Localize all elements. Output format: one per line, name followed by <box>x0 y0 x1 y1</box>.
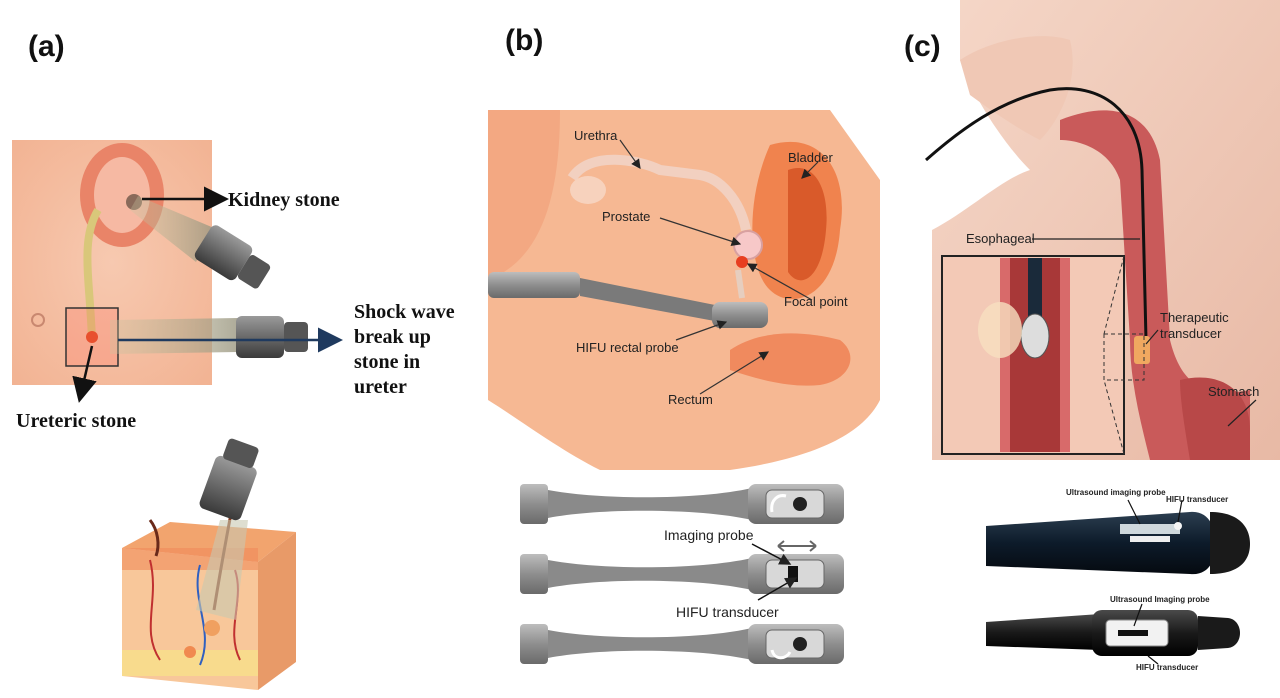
probe-shaft <box>580 278 720 322</box>
endoscope-detail-1 <box>986 511 1250 575</box>
lower-lithotripter-head <box>236 316 308 358</box>
hifu-rectal-probe-label: HIFU rectal probe <box>576 340 679 355</box>
panel-a-label: (a) <box>28 30 65 63</box>
ureteric-stone-box <box>65 307 119 367</box>
panel-b-illustration: Urethra Bladder Prostate Focal point HIF… <box>488 110 880 664</box>
lower-shock-beam <box>110 318 238 354</box>
shock-wave-line-4: ureter <box>354 376 407 398</box>
esophagus-organ <box>1060 110 1250 461</box>
stomach-organ <box>1180 377 1250 460</box>
hifu-transducer-label: HIFU transducer <box>676 604 779 620</box>
panel-b-label: (b) <box>505 24 544 57</box>
ultrasound-imaging-probe-label-1: Ultrasound imaging probe <box>1066 488 1166 497</box>
upper-lithotripter-head <box>194 225 271 289</box>
face-profile <box>960 36 1073 140</box>
ureter-tube <box>83 207 102 341</box>
therapeutic-label-line-2: transducer <box>1160 326 1222 341</box>
navel-icon <box>31 313 45 327</box>
esophageal-label: Esophageal <box>966 231 1035 246</box>
imaging-probe-label: Imaging probe <box>664 527 754 543</box>
probe-detail-1 <box>520 484 844 524</box>
panel-c-illustration: Esophageal Therapeutic transducer Stomac… <box>925 0 1280 672</box>
urethra-label: Urethra <box>574 128 618 143</box>
skin-probe-beam <box>196 520 248 620</box>
hifu-transducer-label-c1: HIFU transducer <box>1166 495 1228 504</box>
inset-endoscope <box>1028 258 1042 322</box>
shock-wave-line-2: break up <box>354 326 431 348</box>
skin-tissue-block <box>122 507 296 690</box>
shock-wave-line-3: stone in <box>354 351 420 373</box>
hifu-transducer-label-c2: HIFU transducer <box>1136 663 1198 672</box>
prostate-organ <box>733 230 763 260</box>
ureteric-stone-arrow <box>72 345 97 403</box>
rectum-organ <box>730 333 851 386</box>
ureteric-stone-marker <box>86 331 98 343</box>
probe-detail-2 <box>520 540 844 594</box>
kidney-stone-label: Kidney stone <box>228 189 340 211</box>
endoscope-detail-2 <box>986 610 1240 656</box>
ultrasound-imaging-probe-label-2: Ultrasound Imaging probe <box>1110 595 1210 604</box>
probe-detail-3 <box>520 624 844 664</box>
endoscope-line <box>925 87 1148 341</box>
shock-wave-line-1: Shock wave <box>354 301 455 323</box>
therapeutic-transducer-marker <box>1134 336 1150 364</box>
rectum-label: Rectum <box>668 392 713 407</box>
stomach-label: Stomach <box>1208 384 1259 399</box>
ureteric-stone-label: Ureteric stone <box>16 410 136 432</box>
panel-a-illustration: Kidney stone Shock wave break up stone i… <box>12 140 455 690</box>
bladder-label: Bladder <box>788 150 833 165</box>
focal-point-marker <box>736 256 748 268</box>
panel-c-label: (c) <box>904 30 941 63</box>
prostate-label: Prostate <box>602 209 650 224</box>
urethra-tube <box>567 154 751 232</box>
probe-handle <box>488 272 580 298</box>
therapeutic-label-line-1: Therapeutic <box>1160 310 1229 325</box>
focal-point-label: Focal point <box>784 294 848 309</box>
upper-shock-beam <box>130 196 214 262</box>
pelvis-shadow <box>488 110 560 280</box>
skin-probe-head <box>199 438 259 521</box>
